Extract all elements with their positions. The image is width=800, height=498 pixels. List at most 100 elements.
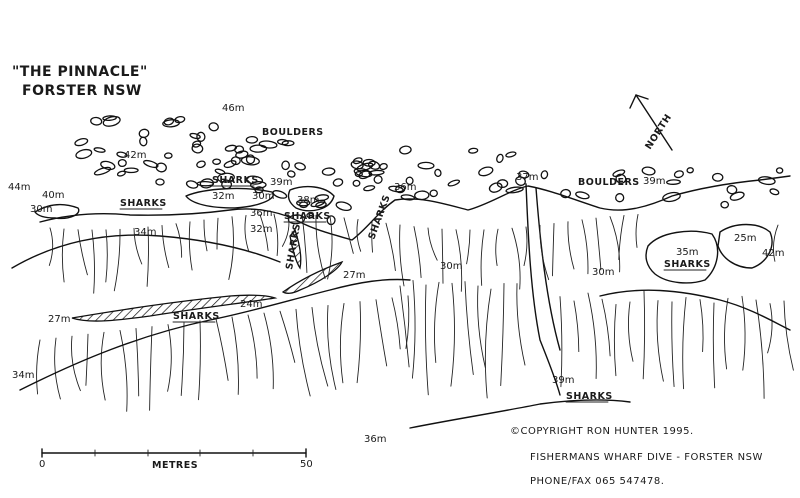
depth-46m: 46m [222, 103, 244, 114]
depth-40m: 40m [42, 190, 64, 201]
boulder [196, 131, 206, 142]
boulders-label-right: BOULDERS [578, 177, 640, 188]
slope-line [450, 282, 455, 387]
reef-lower-edge [11, 234, 281, 269]
depth-36m-outcrop: 36m [250, 208, 272, 219]
slope-line [100, 331, 106, 401]
boulder [138, 128, 150, 139]
boulder [388, 185, 404, 193]
outcrop-32m [185, 187, 274, 209]
boulder [666, 179, 681, 185]
boulder [515, 176, 526, 186]
boulder [102, 115, 117, 121]
boulder [720, 200, 730, 209]
boulder [417, 161, 435, 170]
boulder [468, 147, 479, 154]
slope-line [385, 222, 396, 272]
slope-line [609, 216, 621, 273]
slope-line [484, 288, 492, 399]
boulder [208, 122, 219, 132]
boulder [615, 193, 625, 203]
slope-line [552, 223, 555, 277]
sharks-label-5: SHARKS [173, 311, 220, 322]
slope-line [113, 228, 121, 292]
boulder [102, 115, 121, 127]
slope-line [188, 221, 193, 271]
boulder [726, 185, 738, 195]
boulder [496, 153, 504, 164]
slope-line [279, 310, 296, 363]
boulders-label-top: BOULDERS [262, 127, 324, 138]
slope-line [755, 299, 765, 399]
boulder [310, 199, 326, 208]
slope-line [119, 329, 128, 412]
boulder [117, 158, 127, 168]
slope-line [699, 299, 704, 353]
slope-line [464, 281, 474, 375]
slope-line [613, 303, 617, 377]
slope-line [327, 215, 333, 280]
slope-line [516, 283, 526, 366]
depth-27m-left: 27m [48, 314, 70, 325]
copyright-credit: ©COPYRIGHT RON HUNTER 1995. [510, 426, 694, 437]
sharks-label-4: SHARKS [664, 259, 711, 270]
slope-line [724, 297, 729, 370]
depth-36m-mid: 36m [394, 182, 416, 193]
slope-line [773, 224, 779, 262]
boulder [358, 170, 371, 180]
slope-line [91, 229, 95, 294]
boulder [155, 162, 167, 173]
boulder [245, 175, 264, 185]
slope-line [399, 285, 410, 368]
reef-sand-edge [409, 399, 631, 429]
boulder [362, 158, 376, 167]
boulder [90, 116, 103, 126]
map-title-line2: FORSTER NSW [22, 83, 142, 99]
slope-line [295, 308, 311, 397]
slope-line [105, 229, 108, 283]
slope-line [682, 297, 687, 390]
slope-line [167, 324, 172, 392]
scale-start-label: 0 [39, 459, 45, 470]
pinnacle-35m [645, 230, 719, 284]
depth-24m: 24m [240, 299, 262, 310]
slope-line [712, 302, 716, 389]
depth-35m: 35m [676, 247, 698, 258]
slope-line [375, 299, 388, 367]
slope-line [434, 281, 440, 363]
boulder [711, 172, 724, 182]
slope-line [356, 301, 361, 384]
slope-line [523, 226, 528, 267]
ledge-27m-right [281, 260, 344, 294]
boulder [116, 151, 128, 158]
slope-line [161, 224, 170, 269]
boulder [488, 182, 503, 193]
slope-line [273, 213, 279, 257]
boulder [373, 175, 383, 184]
slope-line [480, 229, 485, 286]
boulder [395, 184, 406, 194]
slope-line [61, 228, 65, 283]
boulder [560, 188, 572, 199]
slope-line [628, 301, 634, 362]
boulder [281, 160, 290, 171]
slope-line [54, 337, 61, 400]
scale-unit-label: METRES [152, 460, 198, 471]
phone-credit: PHONE/FAX 065 547478. [530, 476, 664, 487]
boulder [641, 166, 656, 176]
slope-line [133, 227, 143, 265]
boulder [769, 188, 780, 196]
boulder [315, 201, 327, 209]
slope-line [741, 295, 746, 371]
boulder [379, 162, 388, 171]
slope-line [175, 223, 183, 258]
boulder [478, 166, 494, 177]
boulder [223, 160, 237, 169]
slope-line [466, 229, 471, 265]
pinnacle-30m-left [34, 203, 80, 220]
depth-39m-top: 39m [270, 177, 292, 188]
boulder [217, 172, 235, 183]
boulder [399, 145, 412, 155]
slope-line [783, 300, 794, 371]
